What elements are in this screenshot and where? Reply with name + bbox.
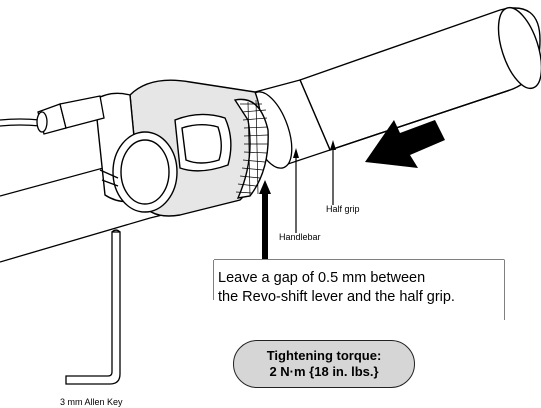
shift-cable xyxy=(0,118,41,127)
torque-title: Tightening torque: xyxy=(266,348,382,363)
torque-value: 2 N·m {18 in. lbs.} xyxy=(269,364,379,379)
tightening-torque-badge: Tightening torque: 2 N·m {18 in. lbs.} xyxy=(233,340,415,388)
pointer-arrowheads xyxy=(259,140,336,194)
handlebar-label: Handlebar xyxy=(279,232,321,242)
direction-arrow xyxy=(365,120,445,168)
note-line-2: the Revo-shift lever and the half grip. xyxy=(218,289,455,305)
cable-adjuster xyxy=(36,95,105,135)
gap-indicator-shaft xyxy=(262,193,268,259)
allen-key-label: 3 mm Allen Key xyxy=(60,397,123,407)
allen-key xyxy=(65,229,121,385)
gap-instruction-note: Leave a gap of 0.5 mm between the Revo-s… xyxy=(214,260,504,320)
half-grip-label: Half grip xyxy=(326,204,360,214)
clamp-band xyxy=(94,92,178,213)
note-line-1: Leave a gap of 0.5 mm between xyxy=(218,270,426,286)
